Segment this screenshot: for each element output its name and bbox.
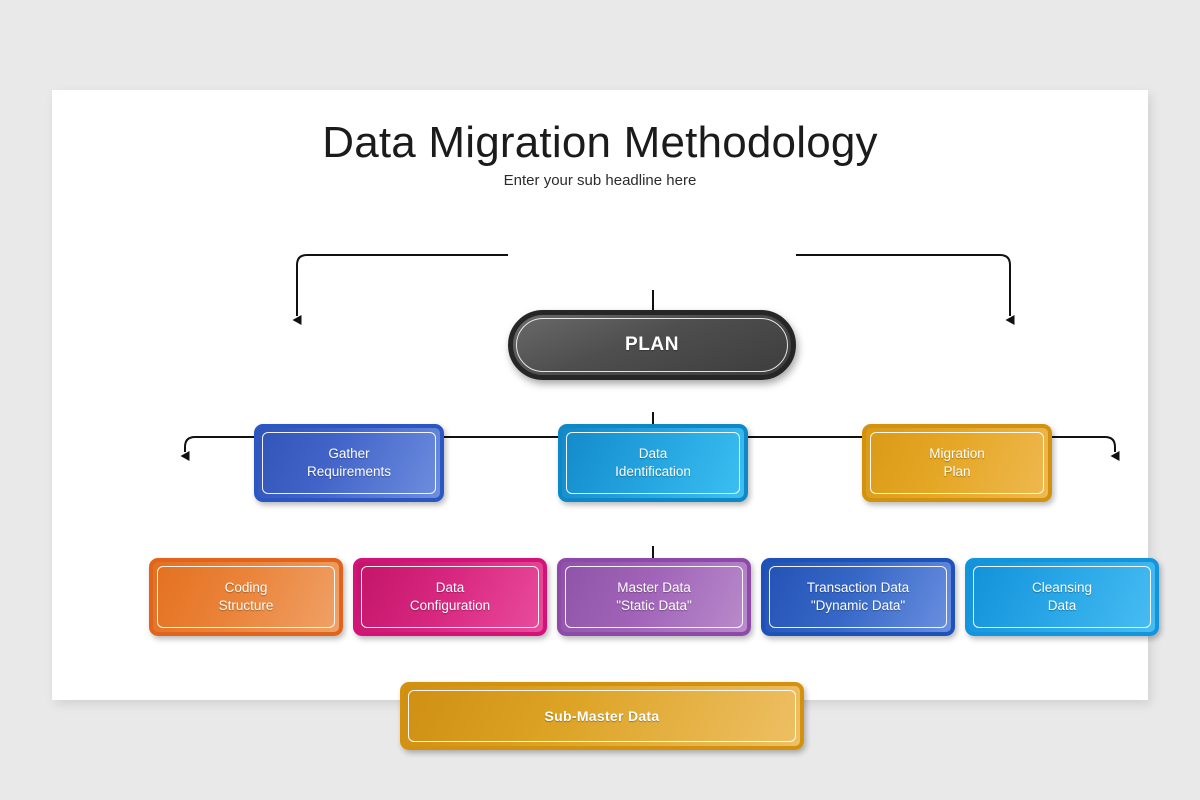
node-gather-requirements[interactable]: Gather Requirements: [254, 424, 444, 502]
node-data-configuration[interactable]: Data Configuration: [353, 558, 547, 636]
node-migration-plan-label: Migration Plan: [929, 445, 985, 479]
node-master-data-label: Master Data "Static Data": [616, 579, 692, 613]
node-data-identification[interactable]: Data Identification: [558, 424, 748, 502]
node-transaction-data[interactable]: Transaction Data "Dynamic Data": [761, 558, 955, 636]
connector-plan-to-gather: [292, 254, 508, 325]
page-title: Data Migration Methodology: [322, 118, 878, 167]
node-coding-structure-label: Coding Structure: [218, 579, 274, 613]
node-plan-label: PLAN: [624, 334, 680, 356]
node-cleansing-data[interactable]: Cleansing Data: [965, 558, 1159, 636]
node-sub-master-data[interactable]: Sub-Master Data: [400, 682, 804, 750]
node-sub-master-data-label: Sub-Master Data: [544, 707, 660, 724]
connector-bus-to-coding-structure: [180, 436, 196, 461]
node-plan[interactable]: PLAN: [508, 310, 796, 380]
connector-bus-to-cleansing-data: [1104, 436, 1120, 461]
slide-card: Data Migration Methodology Enter your su…: [52, 90, 1159, 750]
node-migration-plan[interactable]: Migration Plan: [862, 424, 1052, 502]
page-subtitle: Enter your sub headline here: [503, 172, 697, 189]
node-data-configuration-label: Data Configuration: [409, 579, 491, 613]
node-cleansing-data-label: Cleansing Data: [1031, 579, 1093, 613]
node-data-identification-label: Data Identification: [615, 445, 691, 479]
node-gather-requirements-label: Gather Requirements: [306, 445, 392, 479]
node-master-data[interactable]: Master Data "Static Data": [557, 558, 751, 636]
node-transaction-data-label: Transaction Data "Dynamic Data": [806, 579, 910, 613]
node-coding-structure[interactable]: Coding Structure: [149, 558, 343, 636]
connector-plan-to-migration-plan: [796, 254, 1015, 325]
